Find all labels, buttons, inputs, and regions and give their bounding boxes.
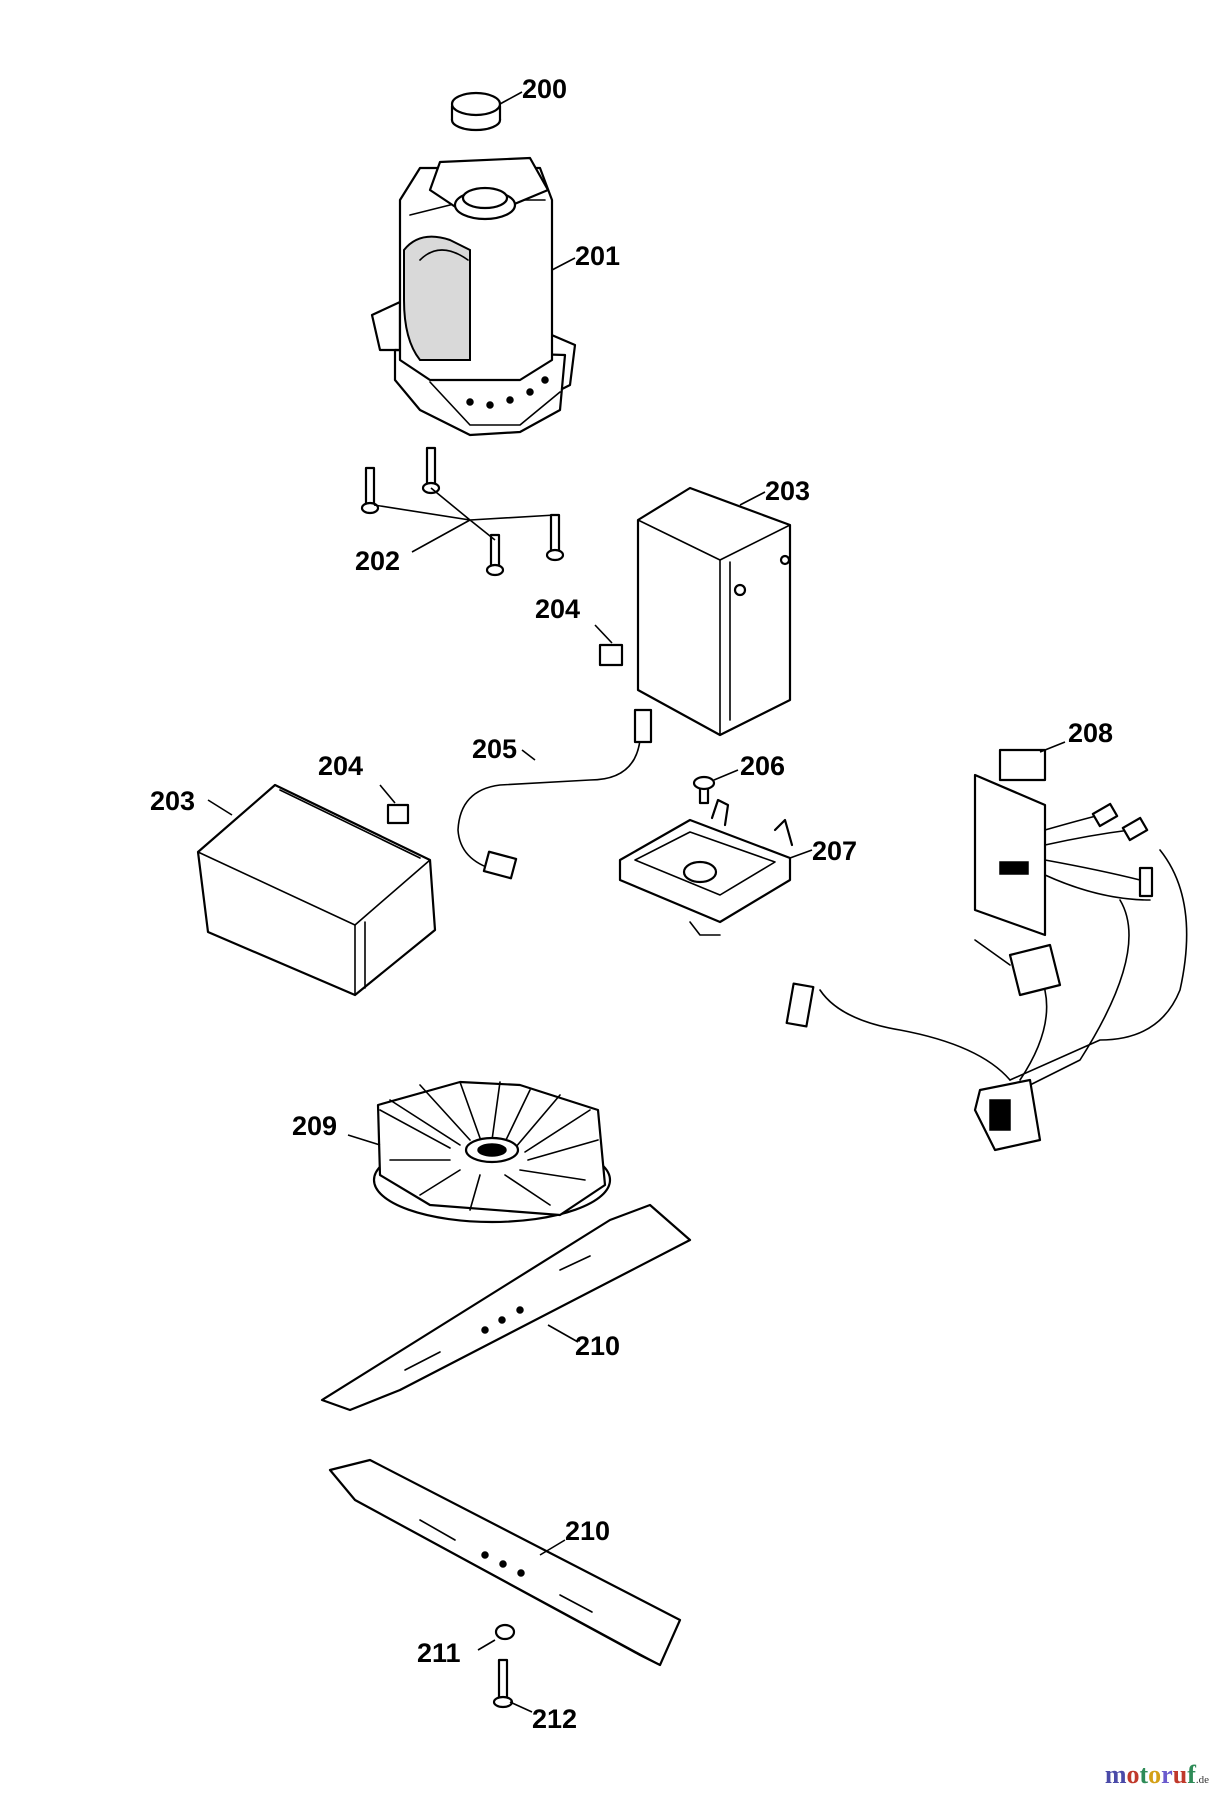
part-212-bolt[interactable]	[492, 1658, 514, 1709]
callout-206: 206	[740, 751, 785, 781]
callout-209: 209	[292, 1111, 337, 1141]
leader-201	[551, 257, 576, 271]
part-210-blade-lower[interactable]	[328, 1458, 682, 1667]
leader-204-upper	[594, 624, 613, 644]
part-208-control-harness[interactable]	[785, 748, 1188, 1152]
part-207-holder[interactable]	[618, 798, 794, 936]
callout-204-lower: 204	[318, 751, 363, 781]
callout-210-lower: 210	[565, 1516, 610, 1546]
part-211-washer[interactable]	[494, 1623, 516, 1641]
callout-210-upper: 210	[575, 1331, 620, 1361]
leader-203-lying	[207, 799, 233, 816]
callout-212: 212	[532, 1704, 577, 1734]
leader-211	[477, 1639, 496, 1651]
leader-210-lower	[539, 1539, 566, 1556]
watermark-logo: motoruf.de	[1105, 1760, 1209, 1790]
callout-203-upright: 203	[765, 476, 810, 506]
part-200-cap[interactable]	[450, 91, 502, 132]
part-204-cap-lower[interactable]	[386, 803, 410, 825]
leader-203-upright	[739, 491, 766, 506]
callout-200: 200	[522, 74, 567, 104]
part-206-screw[interactable]	[692, 775, 716, 805]
callout-204-upper: 204	[535, 594, 580, 624]
part-203-battery-lying[interactable]	[196, 783, 437, 997]
callout-207: 207	[812, 836, 857, 866]
part-204-cap-upper[interactable]	[598, 643, 624, 667]
leader-200	[499, 91, 523, 105]
callout-203-lying: 203	[150, 786, 195, 816]
leader-205	[521, 749, 536, 761]
part-209-fan[interactable]	[372, 1080, 612, 1224]
callout-205: 205	[472, 734, 517, 764]
leader-208	[1039, 741, 1066, 753]
callout-211: 211	[417, 1638, 461, 1668]
leader-210-upper	[547, 1324, 579, 1343]
leader-207	[789, 849, 813, 859]
watermark-tld: .de	[1195, 1774, 1209, 1786]
part-210-blade-upper[interactable]	[320, 1203, 692, 1412]
callout-208: 208	[1068, 718, 1113, 748]
leader-209	[347, 1134, 381, 1146]
leader-204-lower	[379, 784, 396, 804]
part-201-motor[interactable]	[370, 156, 577, 437]
part-203-battery-upright[interactable]	[636, 486, 792, 737]
part-205-cable[interactable]	[457, 708, 653, 880]
leader-206	[713, 769, 739, 781]
callout-201: 201	[575, 241, 620, 271]
callout-202: 202	[355, 546, 400, 576]
watermark-name: motoruf	[1104, 1760, 1196, 1789]
leader-212	[509, 1701, 533, 1713]
leader-202	[373, 487, 556, 553]
